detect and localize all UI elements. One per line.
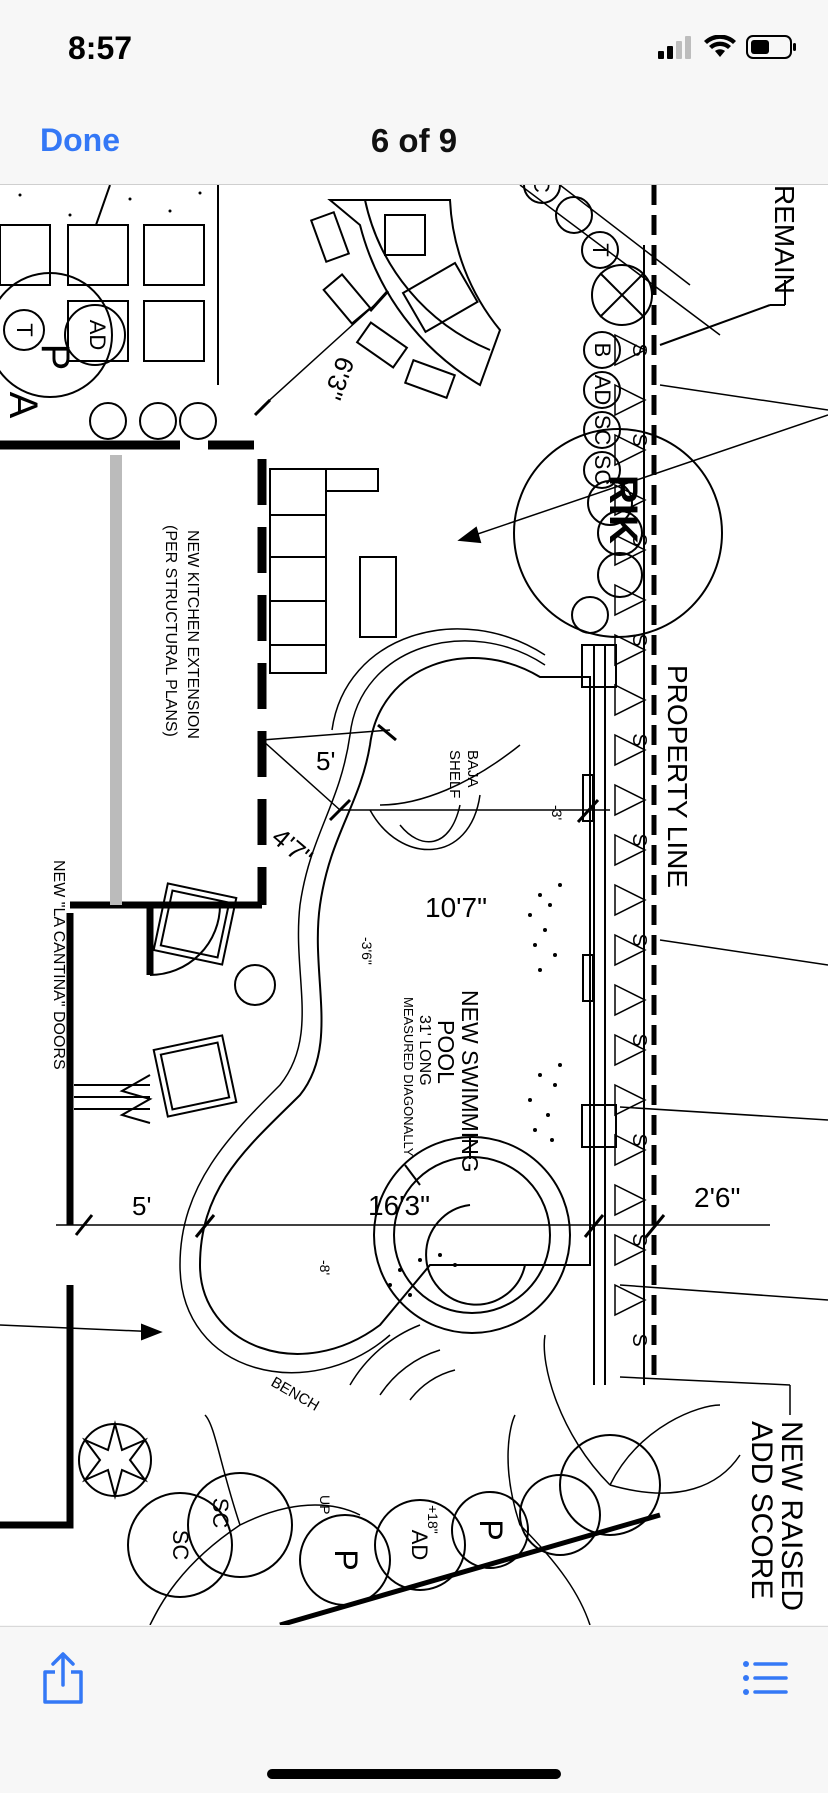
fence-code-s-2: S: [628, 433, 650, 446]
bottom-toolbar: [0, 1626, 828, 1793]
label-property-line: PROPERTY LINE: [662, 665, 693, 888]
dim-2-6: 2'6": [694, 1182, 740, 1213]
label-remain: REMAIN: [769, 185, 800, 294]
depth-minus-3: -3': [549, 805, 565, 820]
plant-code-c-1: C: [529, 185, 554, 193]
label-bench: BENCH: [268, 1374, 322, 1415]
share-icon[interactable]: [38, 1651, 88, 1705]
plant-code-t-1: T: [588, 243, 613, 256]
label-rik: RIK: [601, 475, 645, 544]
status-bar: 8:57: [0, 0, 828, 100]
site-plan-drawing[interactable]: T C B AD SC SC AD P T A SC SC P AD P S S…: [0, 185, 828, 1625]
home-indicator[interactable]: [267, 1769, 561, 1779]
navigation-bar: Done 6 of 9: [0, 100, 828, 185]
fence-code-s-3: S: [628, 533, 650, 546]
label-new-kitchen-extension: NEW KITCHEN EXTENSION: [184, 530, 201, 739]
page-counter: 6 of 9: [370, 122, 458, 159]
fence-code-s-6: S: [628, 833, 650, 846]
label-measured-diagonally: MEASURED DIAGONALLY: [401, 997, 416, 1157]
plant-code-b-1: B: [590, 343, 615, 358]
fence-code-s-11: S: [628, 1333, 650, 1346]
plant-code-sc-2: SC: [590, 455, 615, 486]
dim-4-7: 4'7": [266, 822, 318, 873]
fence-code-s-5: S: [628, 733, 650, 746]
fence-code-s-10: S: [628, 1233, 650, 1246]
plant-code-t-2: T: [12, 323, 37, 336]
depth-minus-3-6: -3'6": [359, 937, 375, 965]
plant-code-ad-2: AD: [85, 320, 110, 351]
plant-code-sc-1: SC: [590, 415, 615, 446]
dim-5-top: 5': [316, 746, 335, 776]
done-button[interactable]: Done: [40, 122, 120, 158]
label-plus-18: +18": [425, 1505, 441, 1534]
label-pool: POOL: [433, 1020, 459, 1084]
dim-6-3: 6'3": [318, 353, 361, 404]
fence-code-s-9: S: [628, 1133, 650, 1146]
label-la-cantina-doors: NEW "LA CANTINA" DOORS: [50, 860, 67, 1070]
dim-5-bottom: 5': [132, 1191, 151, 1221]
dim-10-7: 10'7": [425, 892, 487, 923]
fence-code-s-4: S: [628, 633, 650, 646]
label-per-structural-plans: (PER STRUCTURAL PLANS): [162, 525, 179, 737]
label-up: UP: [317, 1495, 333, 1514]
plant-code-sc-3: SC: [168, 1530, 193, 1561]
label-add-score: ADD SCORE: [745, 1421, 778, 1599]
status-icons: [658, 34, 798, 60]
battery-icon: [746, 35, 796, 59]
cellular-signal-icon: [658, 36, 691, 59]
plant-code-ad-3: AD: [407, 1530, 432, 1561]
plant-code-p-1: P: [33, 344, 77, 371]
label-shelf: SHELF: [446, 750, 463, 798]
fence-code-s-1: S: [628, 343, 650, 356]
list-icon[interactable]: [742, 1659, 788, 1697]
dim-16-3: 16'3": [368, 1190, 430, 1221]
fence-code-s-7: S: [628, 933, 650, 946]
plant-code-sc-4: SC: [208, 1498, 233, 1529]
plant-code-a-1: A: [1, 392, 45, 419]
fence-code-s-8: S: [628, 1033, 650, 1046]
plant-code-ad-1: AD: [590, 375, 615, 406]
label-new-raised: NEW RAISED: [775, 1421, 808, 1611]
wifi-icon: [704, 35, 736, 57]
document-viewer[interactable]: T C B AD SC SC AD P T A SC SC P AD P S S…: [0, 185, 828, 1625]
label-31-long: 31' LONG: [416, 1015, 433, 1086]
depth-minus-8: -8': [317, 1260, 333, 1275]
plant-code-p-2: P: [328, 1549, 364, 1570]
status-time: 8:57: [68, 30, 133, 66]
plant-code-p-3: P: [473, 1519, 509, 1540]
label-baja: BAJA: [464, 750, 481, 788]
label-new-swimming: NEW SWIMMING: [457, 990, 483, 1173]
